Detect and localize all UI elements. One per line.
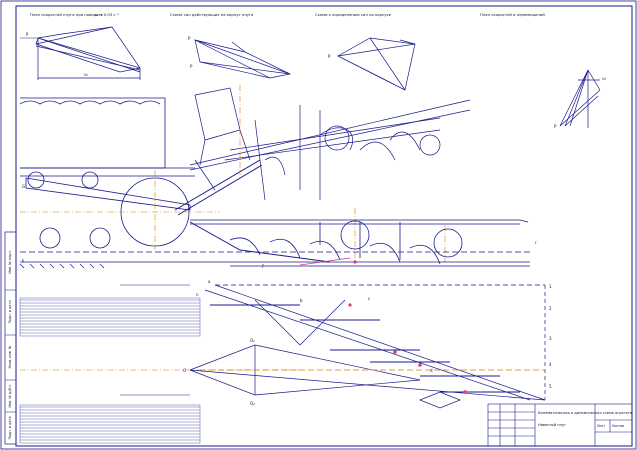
- rear-wheel-elev: [419, 134, 441, 156]
- title-block-sheets: Листов: [612, 424, 624, 428]
- label-b: b: [300, 298, 303, 303]
- plan-view-furrows: [19, 284, 201, 444]
- ground: [19, 251, 530, 269]
- label-k: k: [22, 258, 25, 263]
- caption-plan-1: План скоростей плуга при повороте: [30, 12, 104, 17]
- label-level-4: 4: [549, 362, 552, 367]
- label-o2: O₂: [250, 401, 255, 406]
- plough-elevation: [174, 87, 471, 216]
- title-block-subtitle: Навесной плуг: [538, 423, 566, 427]
- road-wheel-1: [39, 227, 61, 249]
- gauge-wheel: [324, 125, 350, 151]
- label-f: F: [262, 264, 265, 269]
- label-level-3: 3: [549, 336, 552, 341]
- speed-plan-1: План скоростей плуга при повороте ω = 0,…: [20, 12, 141, 80]
- stamp-row-1: Инв. № подл.: [8, 250, 12, 273]
- label-p2: P: [188, 36, 191, 41]
- track-roller-2: [81, 171, 99, 189]
- label-c: c: [368, 296, 370, 301]
- label-p3: P: [328, 54, 331, 59]
- title-block: Кинематическая и динамическая схема агре…: [487, 403, 633, 447]
- title-block-sheet: Лист: [597, 424, 605, 428]
- axis-lines: [20, 85, 446, 371]
- plough-wheel-2: [433, 228, 463, 258]
- stamp-row-4: Инв. № дубл.: [8, 384, 12, 407]
- road-wheel-2: [89, 227, 111, 249]
- label-d: d: [430, 368, 433, 373]
- label-p1: P: [26, 32, 29, 37]
- plan-view-kinematics: [189, 284, 546, 409]
- label-o1: O₁: [250, 338, 255, 343]
- label-n: n: [196, 292, 199, 297]
- force-plan-3: Схема к определению сил на корпусе P: [315, 12, 416, 91]
- label-p4: P: [554, 124, 557, 129]
- stamp-row-5: Подп. и дата: [8, 416, 12, 439]
- label-level-2: 2: [549, 306, 552, 311]
- stamp-row-3: Взам. инв. №: [8, 345, 12, 368]
- stamp-row-2: Подп. и дата: [8, 300, 12, 323]
- label-level-1: 1: [549, 284, 552, 289]
- label-vc-4: Vc: [602, 77, 606, 81]
- label-o: O: [183, 368, 186, 373]
- speed-plan-4: План скоростей и перемещений P Vc: [480, 12, 606, 129]
- caption-speed-formula: ω = 0,03 c⁻¹: [95, 12, 120, 17]
- label-level-5: 5: [549, 384, 552, 389]
- side-stamp: Инв. № подл. Подп. и дата Взам. инв. № И…: [4, 231, 17, 445]
- label-p2b: P: [190, 64, 193, 69]
- label-a: a: [208, 279, 211, 284]
- caption-plan-4: План скоростей и перемещений: [480, 12, 545, 17]
- label-g: G: [22, 184, 25, 189]
- plough-wheel-1: [340, 220, 370, 250]
- drawing-frame: [15, 5, 633, 447]
- caption-plan-3: Схема к определению сил на корпусе: [315, 12, 392, 17]
- point-labels: O O₁ O₂ a b c d n r k F G 1 2 3 4 5: [22, 184, 552, 406]
- accent-markers: [348, 260, 467, 394]
- title-block-title: Кинематическая и динамическая схема агре…: [538, 411, 632, 415]
- label-vc-1: Vc: [84, 73, 88, 77]
- caption-plan-2: Схема сил действующих на корпус плуга: [170, 12, 253, 17]
- plough-frame-side: [189, 219, 529, 265]
- label-r: r: [535, 240, 537, 245]
- track-roller-1: [27, 171, 45, 189]
- force-plan-2: Схема сил действующих на корпус плуга P …: [170, 12, 292, 79]
